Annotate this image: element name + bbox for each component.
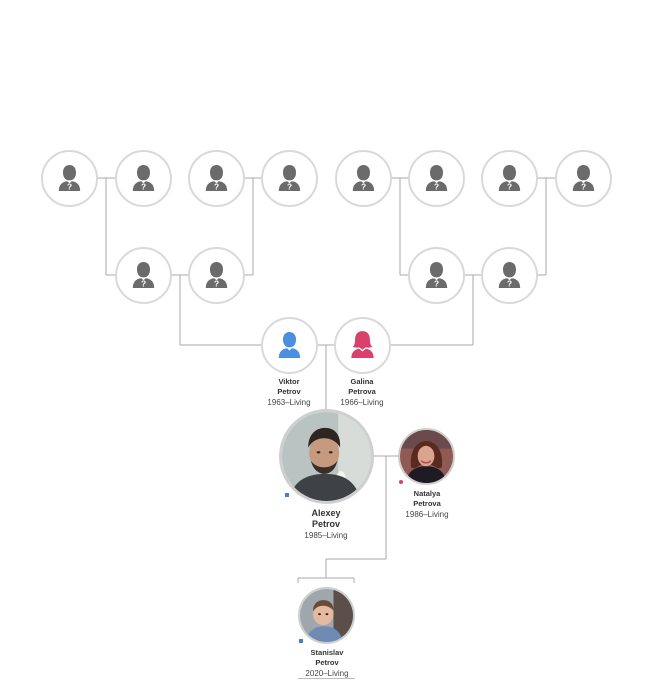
svg-text:?: ? (141, 182, 146, 192)
ancestor-unknown[interactable]: ? (408, 150, 465, 207)
grandparent-unknown[interactable]: ? (115, 247, 172, 304)
child-last-name: Petrov (315, 658, 339, 667)
unknown-person-icon: ? (352, 165, 375, 192)
spouse-first-name: Natalya (413, 489, 441, 498)
male-marker (299, 639, 303, 643)
father-first-name: Viktor (278, 377, 300, 386)
male-marker (285, 493, 289, 497)
unknown-person-icon: ? (132, 165, 155, 192)
svg-text:?: ? (507, 182, 512, 192)
unknown-person-icon: ? (132, 262, 155, 289)
unknown-person-icon: ? (498, 165, 521, 192)
focus-years: 1985–Living (304, 531, 348, 540)
portrait-photo (282, 412, 371, 501)
ancestor-unknown[interactable]: ? (481, 150, 538, 207)
unknown-person-icon: ? (425, 165, 448, 192)
portrait-photo (400, 430, 453, 483)
svg-text:?: ? (434, 182, 439, 192)
father-years: 1963–Living (267, 398, 311, 407)
svg-text:?: ? (214, 279, 219, 289)
ancestor-unknown[interactable]: ? (261, 150, 318, 207)
mother-first-name: Galina (350, 377, 374, 386)
child-years: 2020–Living (305, 669, 349, 678)
female-silhouette-icon (351, 331, 374, 359)
grandparent-unknown[interactable]: ? (188, 247, 245, 304)
focus-person-node[interactable] (279, 409, 374, 504)
father-node[interactable] (261, 317, 318, 374)
mother-label: Galina Petrova 1966–Living (302, 377, 422, 408)
grandparent-unknown[interactable]: ? (481, 247, 538, 304)
spouse-label: Natalya Petrova 1986–Living (367, 489, 487, 520)
father-last-name: Petrov (277, 387, 301, 396)
svg-text:?: ? (581, 182, 586, 192)
female-marker (399, 480, 403, 484)
svg-text:?: ? (507, 279, 512, 289)
ancestor-unknown[interactable]: ? (188, 150, 245, 207)
unknown-person-icon: ? (278, 165, 301, 192)
svg-text:?: ? (141, 279, 146, 289)
unknown-person-icon: ? (205, 165, 228, 192)
svg-text:?: ? (287, 182, 292, 192)
svg-text:?: ? (434, 279, 439, 289)
svg-text:?: ? (361, 182, 366, 192)
mother-years: 1966–Living (340, 398, 384, 407)
spouse-years: 1986–Living (405, 510, 449, 519)
focus-last-name: Petrov (311, 519, 340, 529)
ancestor-unknown[interactable]: ? (555, 150, 612, 207)
male-silhouette-icon (278, 332, 301, 359)
unknown-person-icon: ? (572, 165, 595, 192)
child-node[interactable] (298, 587, 355, 644)
ancestor-unknown[interactable]: ? (335, 150, 392, 207)
svg-text:?: ? (214, 182, 219, 192)
ancestor-unknown[interactable]: ? (115, 150, 172, 207)
spouse-node[interactable] (398, 428, 455, 485)
mother-last-name: Petrova (348, 387, 376, 396)
unknown-person-icon: ? (498, 262, 521, 289)
portrait-photo (300, 589, 353, 642)
unknown-person-icon: ? (205, 262, 228, 289)
father-label: Viktor Petrov 1963–Living (229, 377, 349, 408)
selection-underline (298, 678, 355, 679)
unknown-person-icon: ? (58, 165, 81, 192)
svg-text:?: ? (67, 182, 72, 192)
focus-first-name: Alexey (311, 508, 341, 518)
focus-person-label: Alexey Petrov 1985–Living (266, 508, 386, 541)
spouse-last-name: Petrova (413, 499, 441, 508)
grandparent-unknown[interactable]: ? (408, 247, 465, 304)
unknown-person-icon: ? (425, 262, 448, 289)
ancestor-unknown[interactable]: ? (41, 150, 98, 207)
child-first-name: Stanislav (310, 648, 344, 657)
mother-node[interactable] (334, 317, 391, 374)
child-label: Stanislav Petrov 2020–Living (267, 648, 387, 679)
